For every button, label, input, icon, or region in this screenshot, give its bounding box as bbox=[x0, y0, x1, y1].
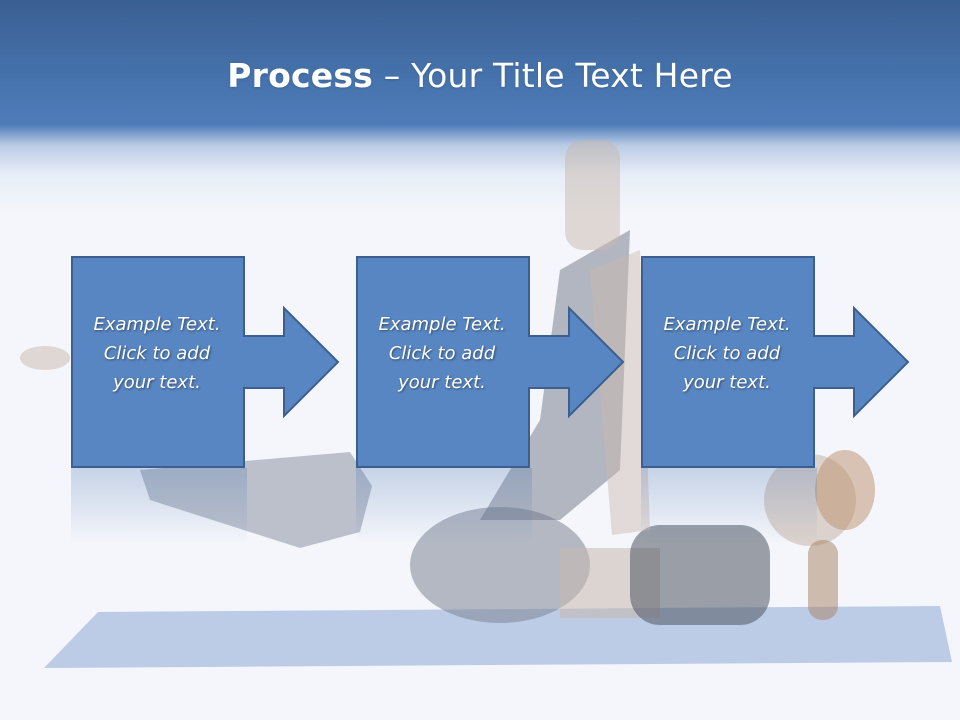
step-3-reflection bbox=[641, 468, 817, 544]
step-2-reflection bbox=[356, 468, 532, 544]
process-step-1[interactable]: Example Text. Click to add your text. bbox=[71, 256, 341, 468]
hips bbox=[410, 507, 590, 623]
step-3-text[interactable]: Example Text. Click to add your text. bbox=[647, 310, 807, 397]
process-step-3[interactable]: Example Text. Click to add your text. bbox=[641, 256, 911, 468]
arrow-right-icon bbox=[356, 256, 625, 468]
arrow-right-icon bbox=[71, 256, 340, 468]
step-3-line-2: Click to add bbox=[673, 343, 781, 364]
foot-raised bbox=[565, 140, 620, 250]
title-bold: Process bbox=[227, 56, 374, 95]
torso-top bbox=[630, 525, 770, 625]
arm bbox=[590, 250, 650, 535]
step-1-line-2: Click to add bbox=[103, 343, 211, 364]
process-step-2[interactable]: Example Text. Click to add your text. bbox=[356, 256, 626, 468]
title-rest: – Your Title Text Here bbox=[373, 56, 733, 95]
step-2-text[interactable]: Example Text. Click to add your text. bbox=[362, 310, 522, 397]
header-band bbox=[0, 0, 960, 230]
hair bbox=[815, 450, 875, 530]
step-3-line-1: Example Text. bbox=[663, 314, 791, 335]
arrow-right-icon bbox=[641, 256, 910, 468]
leg-left bbox=[140, 452, 372, 548]
step-1-line-1: Example Text. bbox=[93, 314, 221, 335]
hand-left bbox=[20, 346, 70, 370]
step-1-text[interactable]: Example Text. Click to add your text. bbox=[77, 310, 237, 397]
step-2-line-2: Click to add bbox=[388, 343, 496, 364]
step-3-line-3: your text. bbox=[683, 372, 771, 393]
step-1-line-3: your text. bbox=[113, 372, 201, 393]
slide-title[interactable]: Process – Your Title Text Here bbox=[0, 56, 960, 96]
step-2-line-3: your text. bbox=[398, 372, 486, 393]
step-2-line-1: Example Text. bbox=[378, 314, 506, 335]
step-1-reflection bbox=[71, 468, 247, 544]
ponytail bbox=[808, 540, 838, 620]
